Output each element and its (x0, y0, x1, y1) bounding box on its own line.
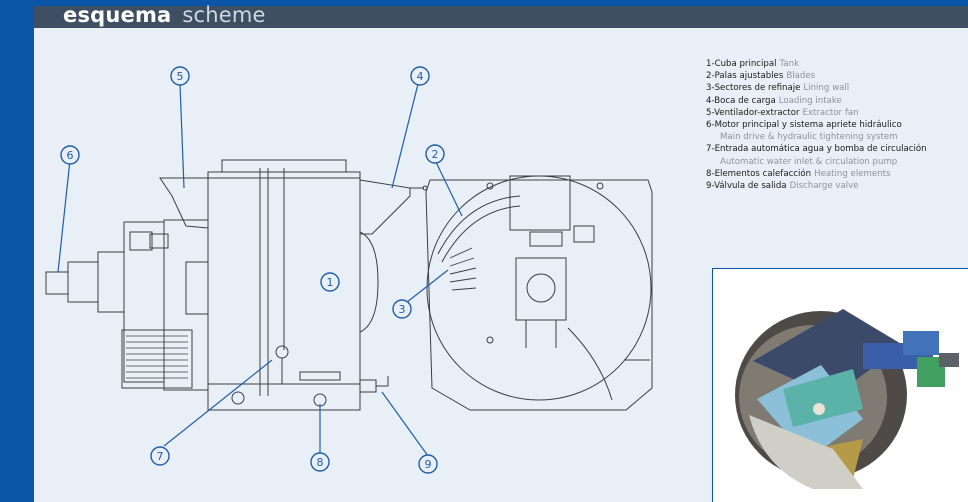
svg-text:1: 1 (327, 276, 334, 289)
render-image (712, 268, 968, 502)
legend-item: 6-Motor principal y sistema apriete hidr… (706, 120, 902, 131)
callout-4: 4 (410, 66, 430, 86)
svg-text:8: 8 (317, 456, 324, 469)
page-title: esquema scheme (63, 4, 266, 26)
header-band (34, 6, 968, 28)
svg-text:2: 2 (432, 148, 439, 161)
legend-item: 7-Entrada automática agua y bomba de cir… (706, 144, 927, 155)
svg-text:6: 6 (67, 149, 74, 162)
title-spanish: esquema (63, 3, 172, 27)
cutaway-render-illustration (735, 309, 959, 489)
callout-5: 5 (170, 66, 190, 86)
callout-3: 3 (392, 299, 412, 319)
side-view-drawing (45, 159, 428, 411)
callout-8: 8 (310, 452, 330, 472)
title-english: scheme (182, 3, 266, 27)
svg-text:5: 5 (177, 70, 184, 83)
callout-markers: 1 2 3 4 5 6 7 8 9 (60, 66, 445, 474)
callout-9: 9 (418, 454, 438, 474)
svg-text:4: 4 (417, 70, 424, 83)
svg-text:3: 3 (399, 303, 406, 316)
svg-text:7: 7 (157, 450, 164, 463)
callout-7: 7 (150, 446, 170, 466)
front-view-drawing (425, 175, 653, 411)
callout-6: 6 (60, 145, 80, 165)
legend-item-subtitle: Main drive & hydraulic tightening system (720, 132, 898, 143)
callout-leaders (57, 83, 463, 457)
callout-1: 1 (320, 272, 340, 292)
svg-text:9: 9 (425, 458, 432, 471)
legend-item-subtitle: Automatic water inlet & circulation pump (720, 156, 898, 167)
callout-2: 2 (425, 144, 445, 164)
